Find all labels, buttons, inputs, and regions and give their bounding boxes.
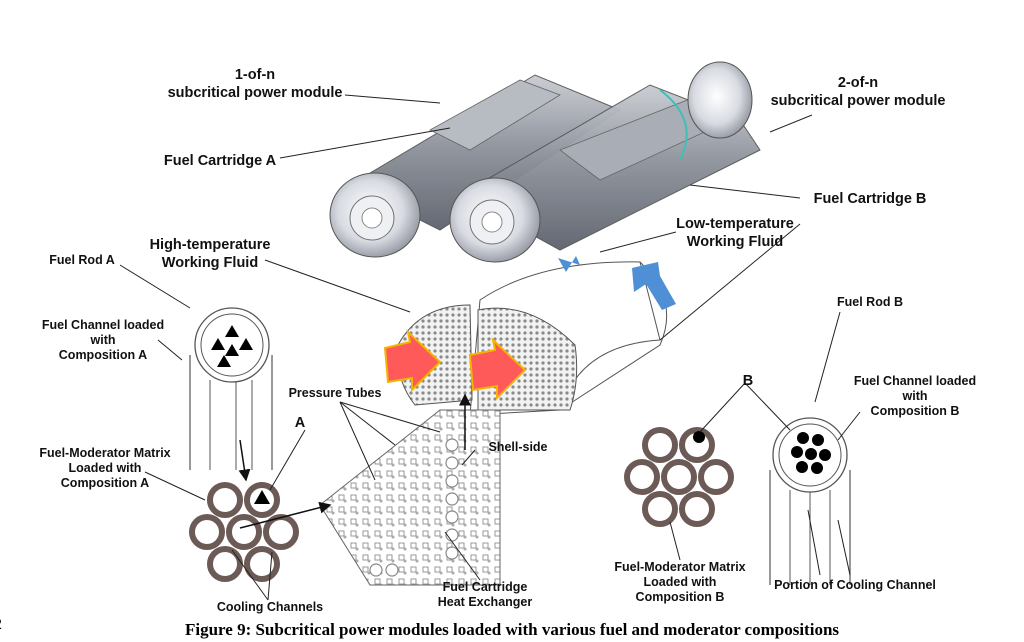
label-fuel-rod-a: Fuel Rod A bbox=[49, 253, 115, 267]
fuel-rod-a bbox=[189, 307, 273, 470]
label-fuel-cartridge-b: Fuel Cartridge B bbox=[813, 191, 927, 207]
label-marker-a: A bbox=[294, 415, 306, 431]
high-temp-arrows bbox=[383, 329, 527, 401]
label-pressure-tubes: Pressure Tubes bbox=[288, 386, 382, 400]
flow-arrows bbox=[238, 393, 471, 529]
cartridge-cutaway bbox=[397, 261, 668, 416]
label-cooling-channels: Cooling Channels bbox=[216, 600, 324, 614]
module-1-render bbox=[329, 74, 622, 258]
fuel-rod-b bbox=[769, 417, 851, 585]
label-fuel-cartridge-a: Fuel Cartridge A bbox=[163, 153, 277, 169]
module-2-render bbox=[449, 61, 761, 263]
label-marker-b: B bbox=[742, 373, 754, 389]
matrix-a-triangle bbox=[254, 490, 270, 504]
leader-lines bbox=[119, 94, 861, 601]
label-shell-side: Shell-side bbox=[488, 440, 548, 454]
matrix-b bbox=[624, 427, 734, 527]
page-number: 2 bbox=[0, 616, 2, 634]
label-portion-cooling: Portion of Cooling Channel bbox=[774, 578, 936, 592]
low-temp-arrows bbox=[558, 256, 676, 310]
matrix-b-dot bbox=[693, 431, 705, 443]
label-fuel-rod-b: Fuel Rod B bbox=[837, 295, 903, 309]
figure-caption: Figure 9: Subcritical power modules load… bbox=[184, 620, 840, 639]
matrix-a bbox=[189, 482, 299, 582]
heat-exchanger bbox=[319, 409, 501, 586]
